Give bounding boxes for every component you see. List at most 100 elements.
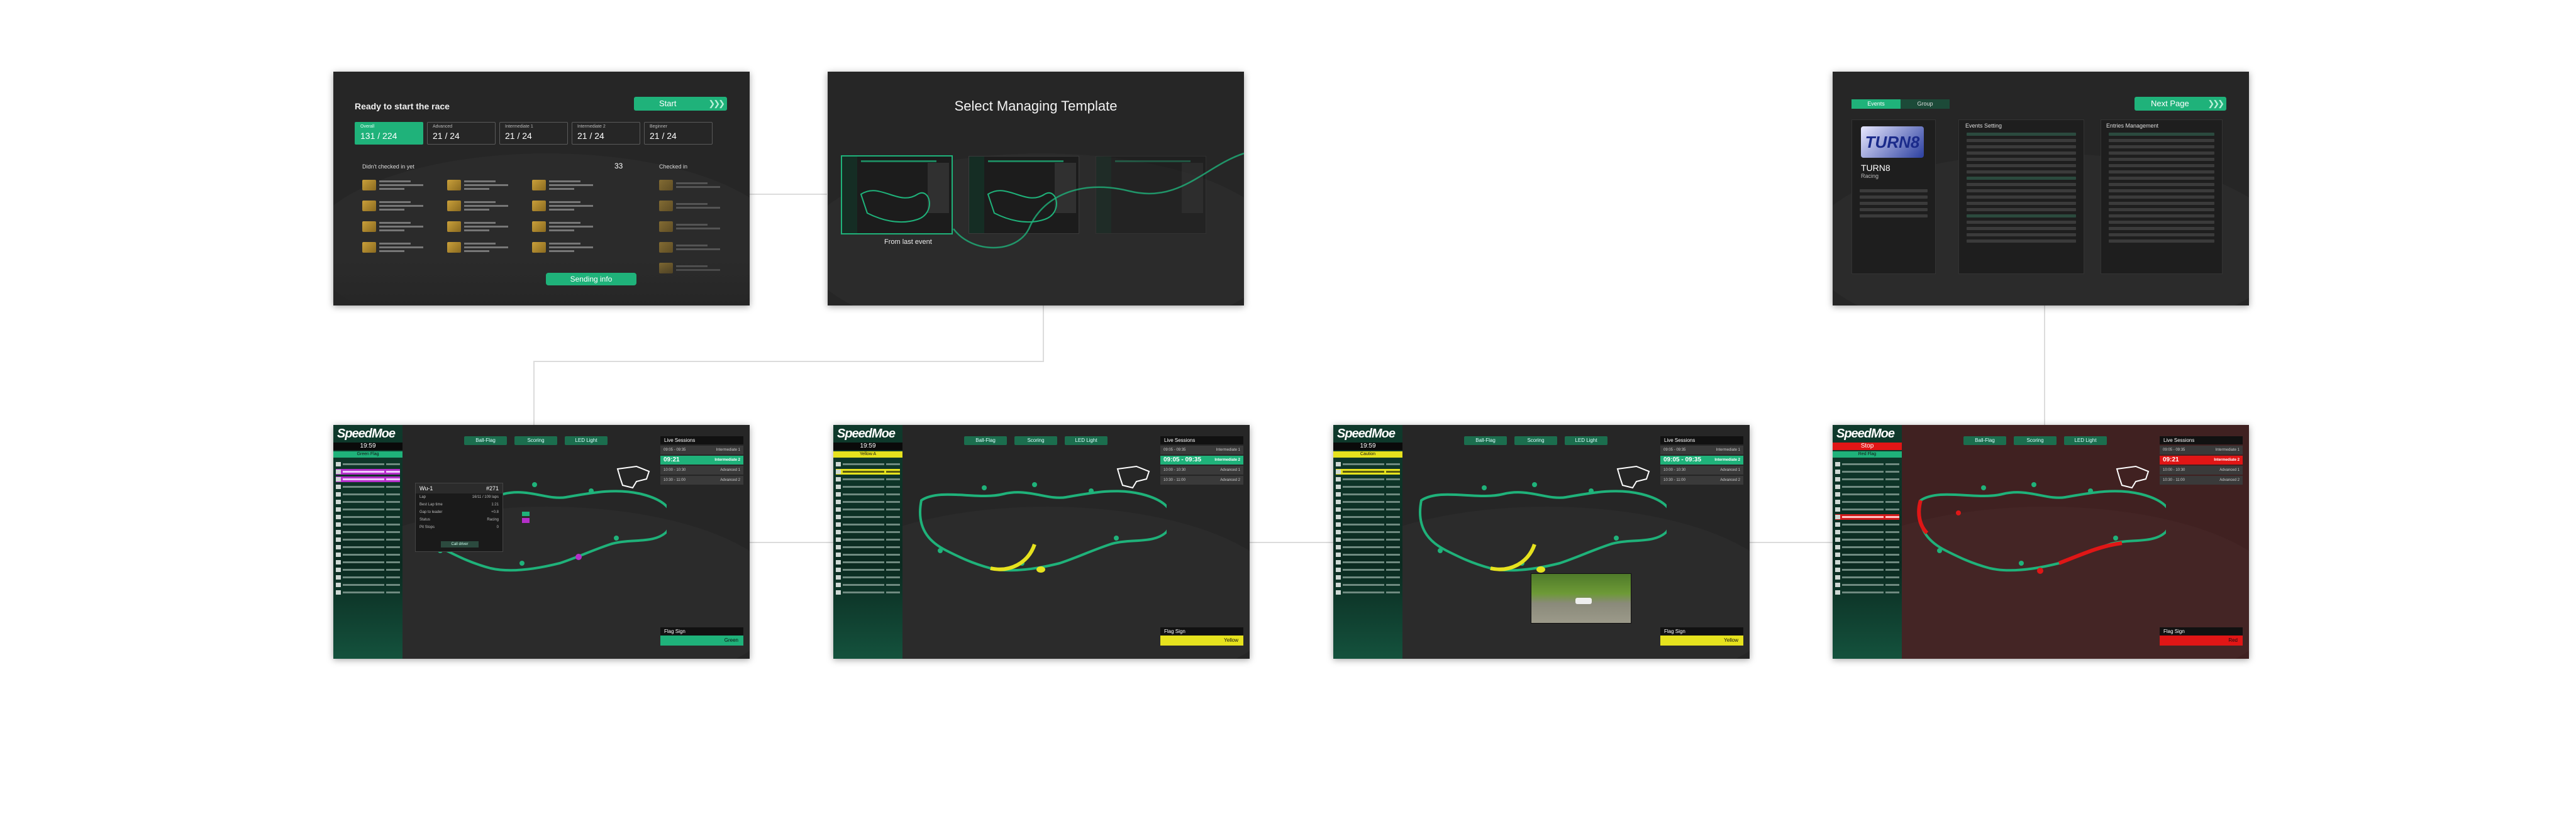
list-item[interactable]: [447, 217, 532, 235]
scoring-button[interactable]: Scoring: [1514, 436, 1557, 445]
table-row[interactable]: [1336, 522, 1400, 527]
list-item[interactable]: [532, 197, 617, 214]
table-row[interactable]: [1336, 492, 1400, 497]
table-row[interactable]: [336, 544, 400, 550]
table-row[interactable]: [836, 567, 900, 573]
list-item[interactable]: [659, 197, 735, 214]
table-row[interactable]: [836, 552, 900, 558]
table-row[interactable]: [836, 507, 900, 512]
track-map[interactable]: [1402, 463, 1667, 614]
table-row[interactable]: [1835, 544, 1899, 550]
template-card[interactable]: [841, 156, 952, 234]
ball-flag-button[interactable]: Ball-Flag: [964, 436, 1007, 445]
table-row[interactable]: [1336, 529, 1400, 535]
table-row[interactable]: [836, 582, 900, 588]
ball-flag-button[interactable]: Ball-Flag: [1963, 436, 2006, 445]
table-row[interactable]: [1336, 544, 1400, 550]
table-row[interactable]: [1835, 567, 1899, 573]
table-row[interactable]: [336, 492, 400, 497]
table-row[interactable]: [836, 559, 900, 565]
table-row[interactable]: [1835, 537, 1899, 542]
table-row[interactable]: [836, 544, 900, 550]
table-row[interactable]: [1835, 522, 1899, 527]
next-page-button[interactable]: Next Page❯❯❯: [2135, 97, 2226, 111]
table-row[interactable]: [336, 469, 400, 475]
scoring-button[interactable]: Scoring: [2014, 436, 2057, 445]
list-item[interactable]: [532, 238, 617, 256]
tab-group[interactable]: Group: [1901, 99, 1950, 109]
ball-flag-button[interactable]: Ball-Flag: [464, 436, 507, 445]
table-row[interactable]: [1336, 582, 1400, 588]
list-item[interactable]: [659, 217, 735, 235]
table-row[interactable]: [336, 529, 400, 535]
table-row[interactable]: [1835, 461, 1899, 467]
call-driver-button[interactable]: Call driver: [441, 541, 479, 548]
tab-events[interactable]: Events: [1852, 99, 1901, 109]
table-row[interactable]: [336, 507, 400, 512]
table-row[interactable]: [1835, 582, 1899, 588]
list-item[interactable]: [447, 197, 532, 214]
table-row[interactable]: [836, 469, 900, 475]
table-row[interactable]: [836, 461, 900, 467]
table-row[interactable]: [1835, 507, 1899, 512]
table-row[interactable]: [1336, 559, 1400, 565]
table-row[interactable]: [1336, 552, 1400, 558]
table-row[interactable]: [1336, 469, 1400, 475]
led-light-button[interactable]: LED Light: [565, 436, 608, 445]
camera-feed[interactable]: [1531, 573, 1631, 624]
table-row[interactable]: [1336, 484, 1400, 490]
table-row[interactable]: [836, 575, 900, 580]
table-row[interactable]: [1336, 575, 1400, 580]
table-row[interactable]: [336, 514, 400, 520]
table-row[interactable]: [836, 537, 900, 542]
track-map[interactable]: [902, 463, 1167, 614]
list-item[interactable]: [447, 238, 532, 256]
table-row[interactable]: [836, 484, 900, 490]
track-map[interactable]: [1902, 463, 2166, 614]
table-row[interactable]: [336, 590, 400, 595]
list-item[interactable]: [362, 197, 447, 214]
list-item[interactable]: [532, 176, 617, 194]
table-row[interactable]: [836, 514, 900, 520]
table-row[interactable]: [1336, 476, 1400, 482]
table-row[interactable]: [336, 461, 400, 467]
table-row[interactable]: [836, 529, 900, 535]
table-row[interactable]: [1835, 514, 1899, 520]
table-row[interactable]: [1336, 514, 1400, 520]
table-row[interactable]: [836, 499, 900, 505]
table-row[interactable]: [1835, 590, 1899, 595]
table-row[interactable]: [336, 575, 400, 580]
table-row[interactable]: [336, 484, 400, 490]
table-row[interactable]: [336, 499, 400, 505]
table-row[interactable]: [1835, 469, 1899, 475]
table-row[interactable]: [1336, 590, 1400, 595]
table-row[interactable]: [1336, 537, 1400, 542]
ball-flag-button[interactable]: Ball-Flag: [1464, 436, 1507, 445]
list-item[interactable]: [659, 176, 735, 194]
start-button[interactable]: Start❯❯❯: [634, 97, 727, 111]
table-row[interactable]: [1835, 575, 1899, 580]
table-row[interactable]: [1835, 559, 1899, 565]
list-item[interactable]: [362, 217, 447, 235]
list-item[interactable]: [532, 217, 617, 235]
list-item[interactable]: [447, 176, 532, 194]
table-row[interactable]: [1336, 461, 1400, 467]
led-light-button[interactable]: LED Light: [1565, 436, 1607, 445]
table-row[interactable]: [336, 559, 400, 565]
list-item[interactable]: [362, 176, 447, 194]
